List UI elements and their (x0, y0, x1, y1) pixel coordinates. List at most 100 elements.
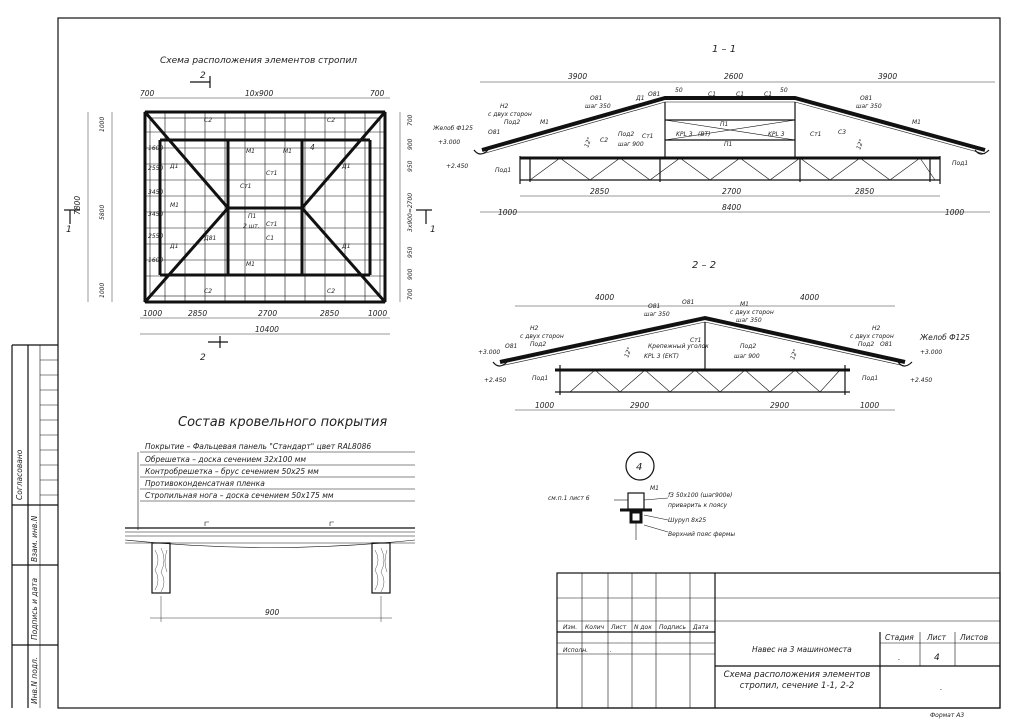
section-mark-1-left: 1 (66, 225, 72, 235)
stamp-header-3: N док (634, 624, 652, 631)
node4-label-weld: приварить к поясу (668, 502, 728, 509)
s11-label-kpl3-b: KPL 3 (768, 131, 785, 138)
section-mark-2-bottom: 2 (200, 353, 206, 363)
roofing-layer-2: Контробрешетка – брус сечением 50х25 мм (145, 467, 319, 476)
node4-label-see: см.п.1 лист 6 (548, 495, 590, 502)
plan-dim-top-left: 700 (140, 89, 155, 98)
plan-label-d1-d: Д1 (341, 243, 351, 250)
s11-label-angle-b: 12° (855, 138, 865, 150)
s22-label-19: О81 (880, 341, 892, 348)
s11-dim-bottom2-2: 1000 (945, 208, 964, 217)
s11-label-kpl3-a: KPL 3 (676, 131, 693, 138)
s11-dim-top-0: 3900 (568, 72, 587, 81)
plan-label-m1-a: М1 (246, 148, 255, 155)
plan-title: Схема расположения элементов стропил (160, 56, 357, 66)
s11-gutter: Желоб Ф125 (432, 125, 473, 132)
s22-label-7: с двух сторон (520, 333, 564, 340)
plan-label-d1-b: Д1 (341, 163, 351, 170)
s22-label-0: О81 (648, 303, 660, 310)
node4-label-screw: Шуруп 8х25 (668, 517, 706, 524)
s22-label-8: Под2 (530, 341, 546, 348)
s11-label-c1-b: С1 (736, 91, 744, 98)
plan-dim-bottom-2: 2700 (258, 309, 277, 318)
s22-label-1: шаг 350 (644, 311, 670, 318)
s11-label-step350-a: шаг 350 (585, 103, 611, 110)
stamp-role: Исполн. (563, 647, 588, 654)
section-1-1: 1 – 1 3900 2600 3900 50 50 Желоб Ф125 +3… (432, 44, 995, 217)
plan-label-st1-b: Ст1 (266, 221, 278, 228)
plan-dim-bottom-4: 1000 (368, 309, 387, 318)
plan-label-d81: Д81 (203, 235, 216, 242)
roofing-title: Состав кровельного покрытия (178, 415, 387, 430)
side-stamp: Согласовано Взам. инв.N Подпись и дата И… (11, 344, 58, 708)
s11-level-top: +3.000 (438, 139, 460, 146)
s11-label-st1-a: Ст1 (642, 133, 654, 140)
plan-label-d1-c: Д1 (169, 243, 179, 250)
plan-label-m1-b: М1 (283, 148, 292, 155)
side-stamp-inventory: Инв.N подл. (30, 657, 39, 704)
s11-label-c1-a: С1 (708, 91, 716, 98)
plan-dim-left-top: 1000 (99, 117, 106, 132)
s11-label-st1-b: Ст1 (810, 131, 822, 138)
s22-label-18: Под2 (858, 341, 874, 348)
s22-label-13: KPL 3 (ЕКТ) (644, 353, 679, 360)
title-block: Изм. Колич Лист N док Подпись Дата Испол… (556, 572, 1001, 719)
plan-label-node4: 4 (310, 143, 315, 152)
node4-label-chord: Верхний пояс фермы (668, 531, 735, 538)
plan-small-dim-2: 3450 (148, 189, 163, 196)
plan-dim-left-middle: 5800 (99, 205, 106, 220)
s22-label-9: О81 (505, 343, 517, 350)
plan-label-d1-a: Д1 (169, 163, 179, 170)
s11-label-o81-a: О81 (488, 129, 500, 136)
plan-small-dim-0: 1600 (148, 145, 163, 152)
s11-dim-bottom2-1: 8400 (722, 203, 741, 212)
plan-dim-left-total: 7800 (73, 196, 82, 215)
stamp-header-4: Подпись (659, 624, 686, 631)
s11-label-angle-a: 12° (583, 136, 593, 148)
plan-dim-bottom-1: 2850 (188, 309, 207, 318)
side-stamp-approved: Согласовано (15, 449, 24, 500)
node4-label-m1: М1 (650, 485, 659, 492)
plan-small-dim-3: 3450 (148, 211, 163, 218)
section-mark-1-right: 1 (430, 225, 436, 235)
plan-dim-right-5: 900 (407, 268, 414, 280)
node4-number: 4 (636, 462, 642, 473)
plan-small-dim-1: 2550 (148, 165, 163, 172)
s11-dim-bottom2-0: 1000 (498, 208, 517, 217)
stamp-header-2: Лист (610, 624, 627, 631)
section-mark-2-top: 2 (200, 71, 206, 81)
s11-label-d1: Д1 (635, 95, 645, 102)
s11-label-c3: С3 (838, 129, 846, 136)
roofing-layer-1: Обрешетка – доска сечением 32х100 мм (145, 455, 306, 464)
plan-label-c2-tr: С2 (327, 117, 335, 124)
s22-label-15: шаг 900 (734, 353, 760, 360)
stamp-org: . (940, 683, 942, 692)
plan-dim-top-right: 700 (370, 89, 385, 98)
s22-dim-top-1: 4000 (800, 293, 819, 302)
s11-label-p1-b: П1 (724, 141, 732, 148)
plan-label-c2-tl: С2 (204, 117, 212, 124)
side-stamp-signature: Подпись и дата (30, 577, 39, 640)
s11-label-step900: шаг 900 (618, 141, 644, 148)
plan-dim-bottom-0: 1000 (143, 309, 162, 318)
s11-label-pod2-b: Под2 (618, 131, 634, 138)
s22-label-16: Н2 (872, 325, 881, 332)
stamp-col-sheet: Лист (926, 633, 947, 642)
stamp-project: Навес на 3 машиноместа (752, 645, 852, 654)
stamp-sheet-title: Схема расположения элементов стропил, се… (723, 670, 871, 691)
sheet-frame (57, 17, 1001, 709)
plan-label-p1: П1 (248, 213, 256, 220)
plan-dim-top-center: 10x900 (245, 89, 274, 98)
s22-label-14: Под2 (740, 343, 756, 350)
s22-label-angle-a: 12° (623, 346, 633, 358)
plan-dim-right-2: 950 (407, 160, 414, 172)
s11-label-p1-a: П1 (720, 121, 728, 128)
s22-label-17: с двух сторон (850, 333, 894, 340)
s22-label-10: Под1 (532, 375, 548, 382)
s11-label-h2: Н2 (500, 103, 509, 110)
stamp-role-dot: . (610, 647, 612, 654)
s11-label-step350-b: шаг 350 (856, 103, 882, 110)
plan-dim-right-1: 900 (407, 138, 414, 150)
